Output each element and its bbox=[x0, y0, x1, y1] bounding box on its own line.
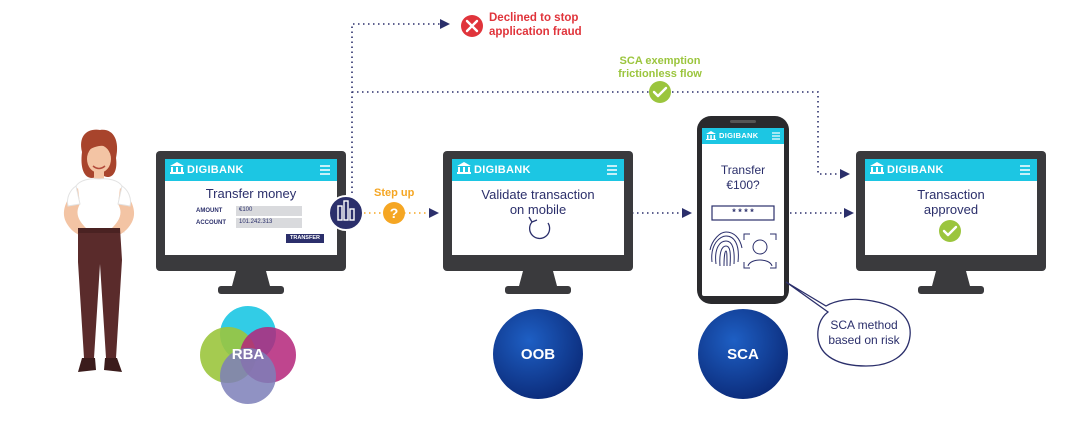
sca-label: SCA bbox=[727, 346, 759, 363]
account-field[interactable]: 101.242.313 bbox=[236, 218, 302, 228]
account-label: ACCOUNT bbox=[196, 220, 226, 226]
amount-label: AMOUNT bbox=[196, 208, 223, 214]
bank-icon bbox=[457, 162, 471, 174]
bank-icon bbox=[706, 131, 716, 140]
validate-line-2: on mobile bbox=[509, 202, 567, 217]
user-icon bbox=[63, 129, 135, 372]
brand-label: DIGIBANK bbox=[887, 164, 944, 176]
brand-label: DIGIBANK bbox=[719, 131, 759, 140]
question-icon: ? bbox=[383, 202, 405, 224]
monitor-validate bbox=[443, 151, 633, 294]
step-up-label: Step up bbox=[374, 187, 415, 199]
speech-bubble bbox=[785, 281, 911, 367]
check-icon bbox=[939, 220, 961, 242]
amount-field[interactable]: €100 bbox=[236, 206, 302, 216]
flow-line-declined bbox=[351, 19, 450, 198]
exemption-line-2: frictionless flow bbox=[618, 68, 702, 80]
exemption-line-1: SCA exemption bbox=[619, 55, 701, 67]
svg-text:?: ? bbox=[390, 205, 399, 221]
refresh-icon bbox=[528, 216, 551, 240]
menu-icon bbox=[1020, 165, 1030, 175]
bubble-line-1: SCA method bbox=[830, 318, 898, 332]
chart-icon bbox=[328, 195, 364, 231]
phone-transfer-line-1: Transfer bbox=[720, 163, 766, 177]
pin-input[interactable]: * * * * bbox=[732, 207, 754, 217]
brand-label: DIGIBANK bbox=[474, 164, 531, 176]
oob-circle bbox=[493, 309, 583, 399]
fingerprint-icon bbox=[709, 231, 743, 267]
rba-label: RBA bbox=[231, 346, 265, 363]
rba-venn bbox=[200, 306, 296, 404]
declined-line-2: application fraud bbox=[489, 26, 582, 38]
oob-label: OOB bbox=[520, 346, 556, 363]
menu-icon bbox=[320, 165, 330, 175]
transfer-button[interactable]: TRANSFER bbox=[286, 234, 324, 243]
pin-box bbox=[711, 205, 775, 221]
bank-icon bbox=[170, 162, 184, 174]
validate-line-1: Validate transaction bbox=[481, 187, 595, 202]
cross-icon bbox=[461, 15, 483, 37]
menu-icon bbox=[607, 165, 617, 175]
menu-icon bbox=[772, 132, 780, 140]
approved-line-2: approved bbox=[923, 202, 979, 217]
phone-transfer-line-2: €100? bbox=[726, 178, 760, 192]
sca-circle bbox=[698, 309, 788, 399]
check-icon bbox=[649, 81, 671, 103]
declined-line-1: Declined to stop bbox=[489, 12, 579, 24]
face-scan-icon bbox=[743, 233, 777, 269]
approved-line-1: Transaction bbox=[917, 187, 985, 202]
bank-icon bbox=[870, 162, 884, 174]
bubble-line-2: based on risk bbox=[828, 333, 900, 347]
screen-title: Transfer money bbox=[205, 186, 297, 201]
brand-label: DIGIBANK bbox=[187, 164, 244, 176]
